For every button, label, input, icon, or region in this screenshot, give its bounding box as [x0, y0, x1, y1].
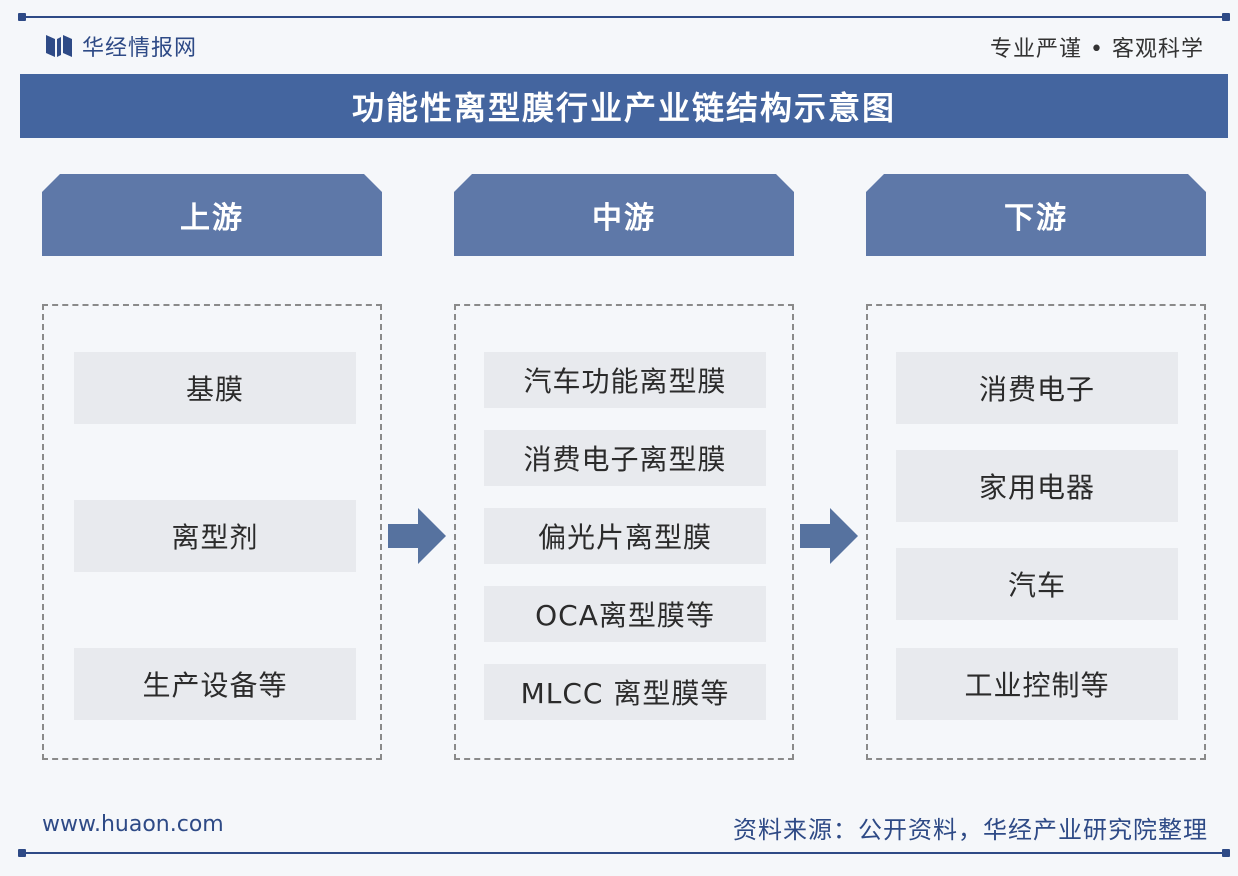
footer-url[interactable]: www.huaon.com [42, 812, 224, 837]
upstream-item: 基膜 [74, 352, 356, 424]
top-border-line [18, 13, 1230, 21]
arrow-right-icon [388, 508, 446, 564]
title-bar: 功能性离型膜行业产业链结构示意图 [20, 74, 1228, 138]
downstream-item: 家用电器 [896, 450, 1178, 522]
upstream-item: 生产设备等 [74, 648, 356, 720]
bottom-border-line [18, 849, 1230, 857]
downstream-item: 汽车 [896, 548, 1178, 620]
upstream-item: 离型剂 [74, 500, 356, 572]
column-header-upstream: 上游 [42, 174, 382, 256]
downstream-item: 消费电子 [896, 352, 1178, 424]
brand-name: 华经情报网 [82, 36, 198, 61]
midstream-item: OCA离型膜等 [484, 586, 766, 642]
midstream-item: MLCC 离型膜等 [484, 664, 766, 720]
slogan: 专业严谨 • 客观科学 [990, 37, 1204, 62]
column-header-midstream: 中游 [454, 174, 794, 256]
arrow-right-icon [800, 508, 858, 564]
footer-source: 资料来源：公开资料，华经产业研究院整理 [733, 816, 1208, 844]
midstream-item: 偏光片离型膜 [484, 508, 766, 564]
brand-logo-icon [46, 35, 72, 57]
column-header-downstream: 下游 [866, 174, 1206, 256]
downstream-item: 工业控制等 [896, 648, 1178, 720]
midstream-item: 汽车功能离型膜 [484, 352, 766, 408]
page-title: 功能性离型膜行业产业链结构示意图 [351, 89, 896, 127]
midstream-item: 消费电子离型膜 [484, 430, 766, 486]
brand: 华经情报网 [46, 30, 197, 62]
midstream-box: 汽车功能离型膜 消费电子离型膜 偏光片离型膜 OCA离型膜等 MLCC 离型膜等 [454, 304, 794, 760]
downstream-box: 消费电子 家用电器 汽车 工业控制等 [866, 304, 1206, 760]
upstream-box: 基膜 离型剂 生产设备等 [42, 304, 382, 760]
